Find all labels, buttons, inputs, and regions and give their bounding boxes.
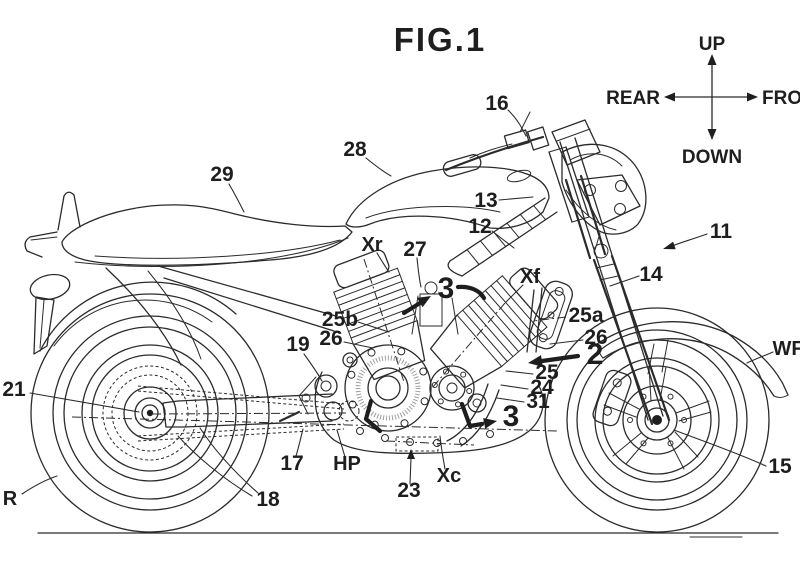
ref-label-13: 13	[474, 189, 497, 212]
ref-label-16: 16	[485, 92, 508, 115]
crank-axis-line	[386, 441, 474, 445]
axis-label-r: R	[3, 488, 18, 510]
ref-label-29: 29	[210, 163, 233, 186]
ref-16: 16	[485, 92, 526, 136]
front-axle	[652, 415, 662, 425]
compass-rear-label: REAR	[606, 88, 660, 109]
rear-arrow-icon	[664, 93, 675, 102]
ref-28: 28	[343, 138, 391, 176]
ref-hp: HP	[333, 430, 361, 475]
ref-xr: Xr	[361, 234, 389, 272]
section-arrow-3-upper: 3	[404, 272, 484, 313]
ref-21: 21	[2, 378, 139, 412]
ref-29: 29	[210, 163, 244, 212]
ref-label-14: 14	[639, 263, 663, 286]
headlight-bracket	[595, 233, 600, 250]
axis-label-xf: Xf	[520, 266, 540, 288]
ref-label-31: 31	[526, 390, 550, 413]
ref-label-15: 15	[768, 455, 792, 478]
figure-title: FIG.1	[394, 21, 487, 58]
compass-rose: UP DOWN REAR FRONT	[606, 34, 800, 168]
ref-xf: Xf	[506, 266, 540, 302]
axis-label-xr: Xr	[361, 234, 382, 256]
section-label-3-lower: 3	[503, 400, 520, 433]
seat	[62, 205, 352, 267]
tail-light	[28, 271, 72, 303]
front-arrow-icon	[747, 93, 758, 102]
rear-axle	[147, 410, 153, 416]
fuel-cap	[506, 168, 532, 184]
ref-label-17: 17	[280, 452, 303, 475]
ref-label-19: 19	[286, 333, 309, 356]
ref-label-11: 11	[710, 220, 733, 243]
ground-line	[38, 533, 778, 537]
ref-label-23: 23	[397, 479, 420, 502]
tail-section	[25, 192, 80, 354]
ref-r: R	[3, 476, 57, 510]
axis-label-wf: WF	[772, 338, 800, 360]
ref-27: 27	[403, 238, 426, 287]
ref-label-26-left: 26	[319, 327, 342, 350]
ref-17: 17	[280, 429, 303, 475]
ref-label-28: 28	[343, 138, 367, 161]
handlebar-grip	[442, 153, 483, 178]
ref-label-21: 21	[2, 378, 26, 401]
axis-label-hp: HP	[333, 453, 361, 475]
ref-11: 11	[663, 220, 732, 249]
ref-23: 23	[397, 449, 420, 502]
ref-13: 13	[474, 189, 533, 212]
ref-label-25a: 25a	[568, 304, 603, 327]
axis-label-xc: Xc	[437, 465, 461, 487]
rear-wheel	[31, 294, 269, 532]
ref-label-27: 27	[403, 238, 426, 261]
ref-19: 19	[286, 333, 322, 381]
main-frame-spar	[448, 198, 557, 276]
front-wheel	[545, 308, 769, 532]
section-label-3-upper: 3	[438, 272, 455, 305]
ref-12: 12	[468, 215, 514, 248]
up-arrow-icon	[708, 54, 717, 65]
compass-down-label: DOWN	[682, 147, 742, 168]
gear-lever	[324, 401, 380, 431]
muffler-section-box	[396, 437, 438, 451]
compass-up-label: UP	[699, 34, 726, 55]
ref-label-26-right: 26	[584, 326, 607, 349]
compass-front-label: FRONT	[762, 88, 800, 109]
brake-master-cylinder	[504, 130, 529, 149]
ref-label-18: 18	[256, 488, 280, 511]
front-fender	[597, 322, 788, 398]
ref-label-12: 12	[468, 215, 491, 238]
alternator-cover	[345, 345, 431, 431]
down-arrow-icon	[708, 129, 717, 140]
